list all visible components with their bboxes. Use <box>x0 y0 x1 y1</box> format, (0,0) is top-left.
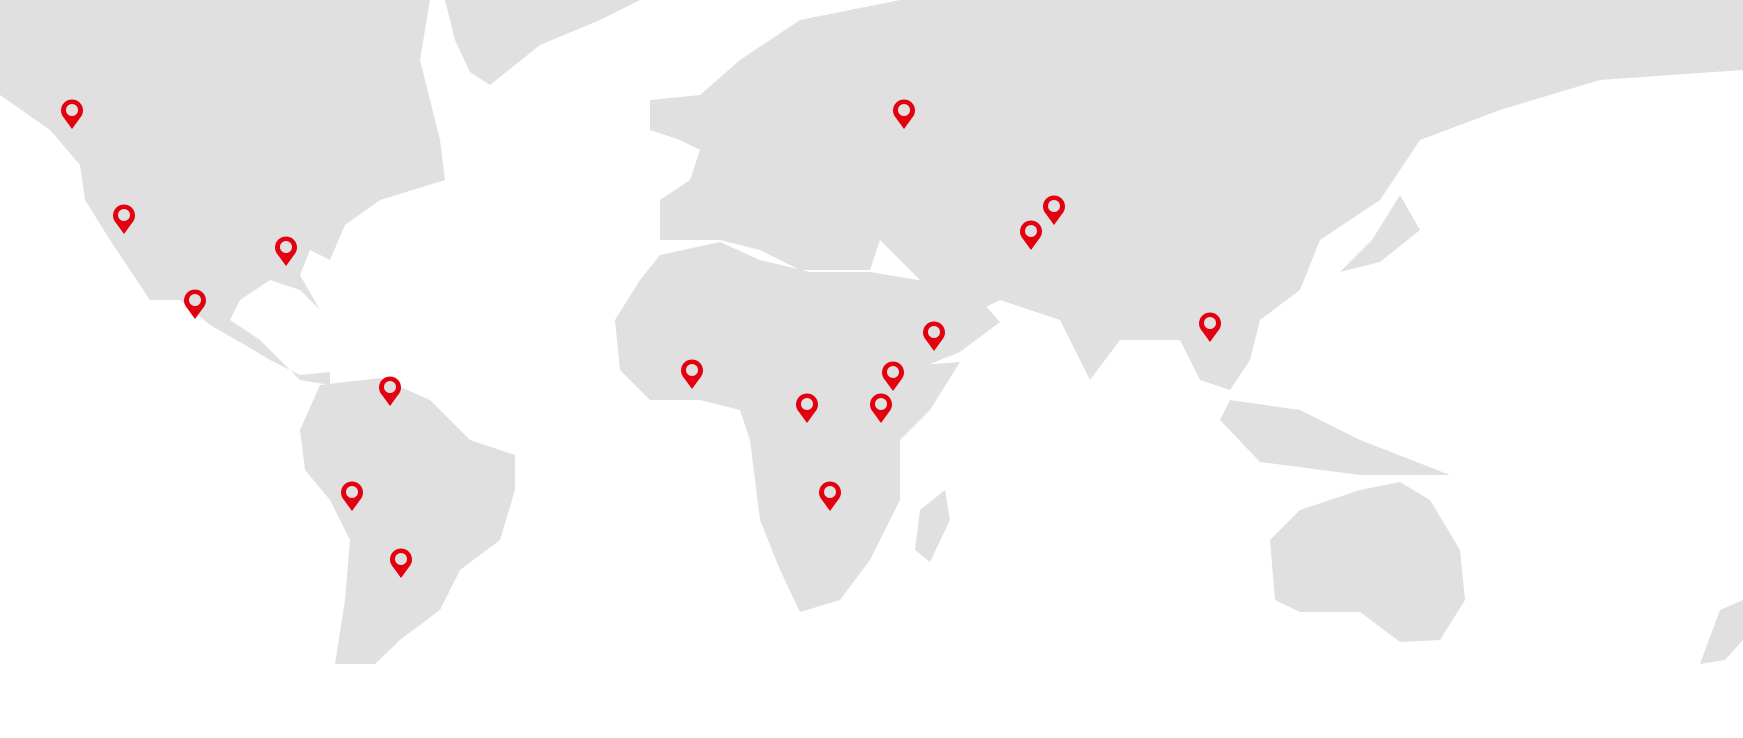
greenland <box>445 0 640 85</box>
map-pin-icon[interactable] <box>184 289 206 319</box>
eurasia <box>650 0 1743 390</box>
map-pin-icon[interactable] <box>819 481 841 511</box>
map-pin-icon[interactable] <box>882 361 904 391</box>
arabia <box>870 272 1000 368</box>
map-pin-icon[interactable] <box>923 321 945 351</box>
map-pin-icon[interactable] <box>1043 195 1065 225</box>
location-pins <box>61 99 1221 578</box>
australia <box>1270 482 1465 642</box>
africa <box>615 242 960 612</box>
north-america <box>0 0 445 385</box>
southeast-asia-islands <box>1220 400 1450 475</box>
map-pin-icon[interactable] <box>379 376 401 406</box>
south-america <box>300 378 515 664</box>
madagascar <box>915 490 950 562</box>
map-pin-icon[interactable] <box>681 359 703 389</box>
map-pin-icon[interactable] <box>61 99 83 129</box>
map-pin-icon[interactable] <box>1199 312 1221 342</box>
new-zealand <box>1700 600 1743 664</box>
map-pin-icon[interactable] <box>1020 220 1042 250</box>
map-pin-icon[interactable] <box>893 99 915 129</box>
map-pin-icon[interactable] <box>390 548 412 578</box>
map-pin-icon[interactable] <box>275 236 297 266</box>
map-pin-icon[interactable] <box>870 393 892 423</box>
map-pin-icon[interactable] <box>796 393 818 423</box>
map-pin-icon[interactable] <box>341 481 363 511</box>
japan <box>1340 195 1420 272</box>
continents <box>0 0 1743 664</box>
map-pin-icon[interactable] <box>113 204 135 234</box>
